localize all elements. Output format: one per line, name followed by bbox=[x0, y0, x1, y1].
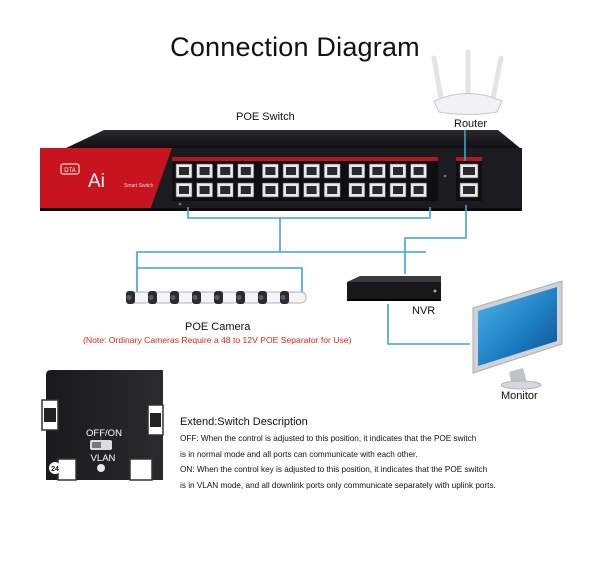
vlan-led-icon bbox=[97, 464, 105, 472]
ethernet-port-socket bbox=[413, 186, 424, 194]
downlink-ports bbox=[175, 163, 427, 198]
uplink-port-socket bbox=[463, 167, 475, 175]
switch-logo-text: Ai bbox=[88, 171, 105, 192]
nvr-icon bbox=[347, 276, 441, 301]
ethernet-port-socket bbox=[306, 167, 317, 175]
ethernet-port-socket bbox=[199, 167, 210, 175]
poe-camera-icons bbox=[126, 291, 307, 304]
poe-camera-icon bbox=[258, 291, 285, 304]
uplink-port-socket bbox=[463, 186, 475, 194]
router-icon bbox=[431, 49, 504, 115]
ethernet-port-socket bbox=[179, 167, 189, 175]
poe-camera-label: POE Camera bbox=[185, 321, 251, 333]
ethernet-port-socket bbox=[286, 186, 296, 194]
vlan-label: VLAN bbox=[91, 453, 116, 464]
ethernet-port-socket bbox=[393, 167, 403, 175]
router-label: Router bbox=[454, 118, 488, 130]
ethernet-port-socket bbox=[286, 167, 296, 175]
camera-note: (Note: Ordinary Cameras Require a 48 to … bbox=[83, 335, 352, 345]
ethernet-port-socket bbox=[220, 167, 231, 175]
nvr-label: NVR bbox=[412, 305, 436, 317]
switch-closeup-panel bbox=[41, 370, 164, 481]
description-line: is in normal mode and all ports can comm… bbox=[180, 450, 418, 459]
description-line: ON: When the control key is adjusted to … bbox=[180, 465, 488, 474]
ethernet-port-socket bbox=[265, 186, 276, 194]
ethernet-port-socket bbox=[199, 186, 210, 194]
ethernet-port-socket bbox=[327, 186, 338, 194]
description-title: Extend:Switch Description bbox=[180, 416, 308, 428]
uplink-ports bbox=[459, 163, 479, 198]
description-line: is in VLAN mode, and all downlink ports … bbox=[180, 481, 496, 490]
ethernet-port-socket bbox=[372, 186, 383, 194]
ethernet-port-socket bbox=[327, 167, 338, 175]
connection-cables bbox=[136, 130, 470, 345]
monitor-label: Monitor bbox=[501, 390, 538, 402]
ethernet-port-socket bbox=[372, 167, 383, 175]
monitor-icon bbox=[472, 280, 563, 390]
poe-camera-icon bbox=[192, 291, 219, 304]
svg-text:Smart Switch: Smart Switch bbox=[124, 183, 154, 189]
ethernet-port-socket bbox=[265, 167, 276, 175]
ethernet-port-socket bbox=[413, 167, 424, 175]
poe-camera-icon bbox=[126, 291, 153, 304]
poe-camera-icon bbox=[170, 291, 197, 304]
poe-camera-icon bbox=[280, 291, 307, 304]
poe-switch-label: POE Switch bbox=[236, 111, 295, 123]
diagram-title: Connection Diagram bbox=[170, 32, 420, 62]
port-24-label: 24 bbox=[51, 466, 59, 473]
ethernet-port-socket bbox=[240, 186, 251, 194]
description-line: OFF: When the control is adjusted to thi… bbox=[180, 434, 477, 443]
ethernet-port-socket bbox=[179, 186, 189, 194]
port-number-badge bbox=[49, 462, 61, 474]
ethernet-port-socket bbox=[351, 186, 362, 194]
poe-camera-icon bbox=[214, 291, 241, 304]
poe-switch-icon: DTA Smart Switch bbox=[40, 130, 522, 211]
ethernet-port-socket bbox=[306, 186, 317, 194]
ethernet-port-socket bbox=[351, 167, 362, 175]
vlan-toggle-switch[interactable] bbox=[90, 440, 112, 450]
toggle-off-on-label: OFF/ON bbox=[86, 428, 122, 439]
ethernet-port-socket bbox=[220, 186, 231, 194]
ethernet-port-socket bbox=[240, 167, 251, 175]
svg-text:DTA: DTA bbox=[64, 168, 76, 174]
ethernet-port-socket bbox=[393, 186, 403, 194]
